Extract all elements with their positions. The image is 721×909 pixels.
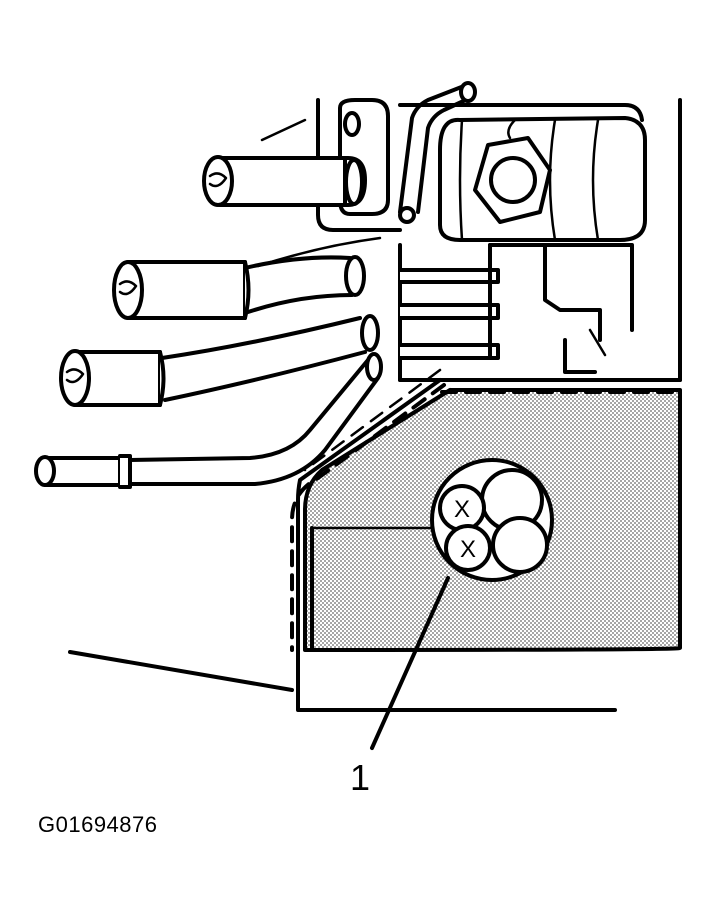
cable-left-3	[34, 352, 383, 489]
hooked-wire	[398, 81, 477, 224]
pin-marker-upper: X	[454, 496, 470, 523]
cable-left-2	[59, 314, 380, 407]
callout-leader	[370, 576, 450, 750]
pin-x-lower	[444, 524, 492, 572]
terminal-block	[398, 243, 634, 382]
hex-nut	[473, 136, 552, 224]
lower-housing	[68, 378, 682, 712]
connector-plug: X X	[430, 458, 554, 582]
cable-left-1	[112, 236, 382, 320]
cable-top	[202, 118, 347, 207]
upper-bracket	[316, 98, 647, 242]
callout-label: 1	[350, 757, 370, 798]
pin-marker-lower: X	[460, 536, 476, 563]
figure-id: G01694876	[38, 812, 158, 837]
